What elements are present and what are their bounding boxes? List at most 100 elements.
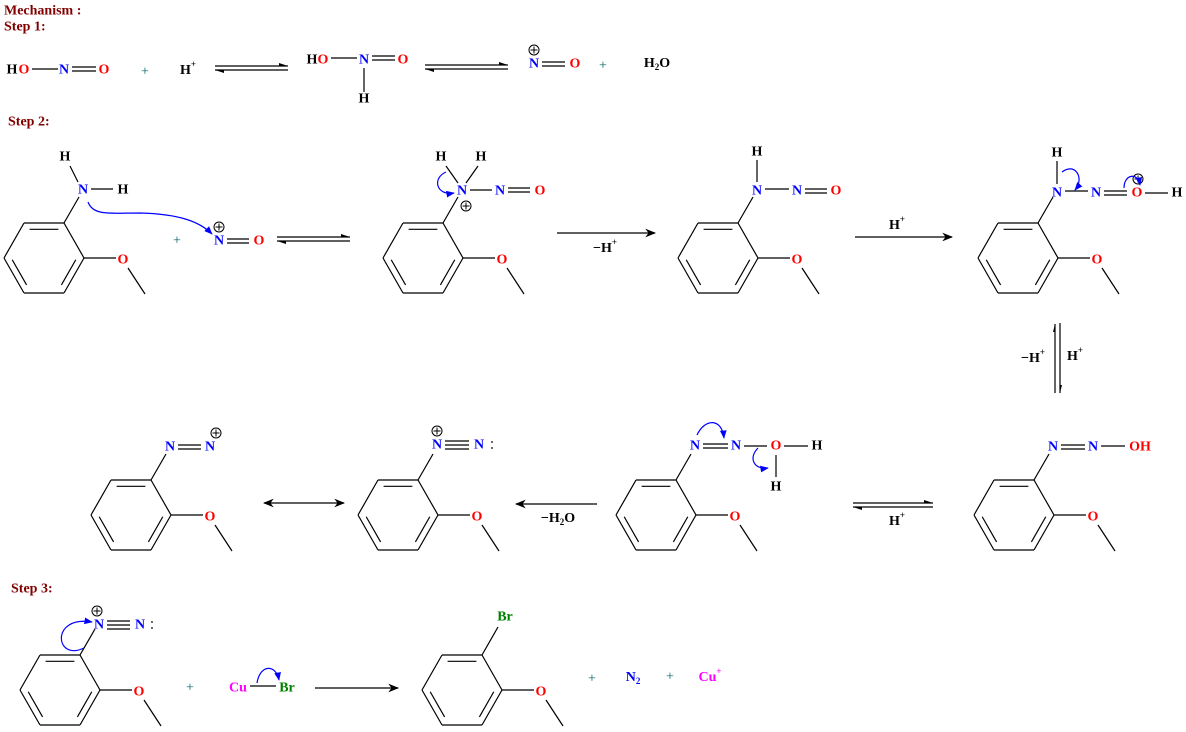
diazonium-ion: N N O	[357, 425, 500, 552]
single-bond	[69, 165, 79, 183]
bromine-atom: Br	[279, 681, 295, 696]
ring-double-bond	[439, 259, 456, 286]
plus-sign: +	[666, 670, 674, 685]
hydrogen-atom: H	[307, 53, 318, 68]
single-bond	[465, 165, 479, 184]
proton: H+	[180, 59, 196, 78]
ring-bond	[1037, 222, 1059, 259]
methyl-bond	[506, 267, 525, 295]
n-nitrosamine: N H N O O	[677, 145, 842, 295]
ring-bond	[615, 479, 637, 516]
reverse-barb	[425, 69, 434, 72]
reverse-barb	[277, 241, 286, 244]
equilibrium-arrow	[853, 500, 933, 510]
ring-bond	[382, 222, 404, 259]
forward-barb	[341, 234, 350, 237]
ring-bond	[675, 479, 697, 516]
methyl-bond	[127, 267, 146, 295]
hydrogen-atom: H	[752, 145, 763, 160]
ring-bond	[3, 222, 25, 259]
oxygen-atom: O	[570, 57, 581, 72]
hydrogen-atom: H	[1052, 146, 1063, 161]
ring-bond	[737, 257, 759, 294]
copper-atom: Cu	[229, 681, 247, 696]
ring-bond	[90, 479, 112, 516]
positive-charge-icon	[210, 427, 222, 439]
nitrogen-atom: N	[205, 440, 215, 455]
methyl-bond	[1101, 267, 1120, 295]
hydrogen-atom: H	[60, 150, 71, 165]
methoxy-oxygen-atom: O	[536, 685, 547, 700]
methoxy-oxygen-atom: O	[472, 510, 483, 525]
hydrogen-atom: H	[476, 150, 487, 165]
ring-double-bond	[981, 516, 998, 543]
methyl-bond	[801, 267, 820, 295]
hydrogen-atom: H	[118, 183, 129, 198]
vertical-equilibrium-arrow	[1053, 323, 1062, 393]
ring-bond	[3, 257, 25, 294]
ring-bond	[1033, 479, 1055, 516]
protonation-label: H+	[889, 214, 905, 233]
plus-sign: +	[599, 59, 607, 74]
nitrogen-gas: N2	[626, 670, 641, 687]
ring-double-bond	[985, 259, 1002, 286]
lone-pair-dot	[491, 447, 493, 449]
forward-barb	[924, 500, 933, 503]
ring-bond	[677, 257, 699, 294]
ring-double-bond	[76, 691, 93, 718]
ring-double-bond	[365, 516, 382, 543]
oxygen-atom: O	[771, 439, 782, 454]
water: H2O	[644, 56, 670, 73]
mechanism-title: Mechanism :	[4, 4, 81, 19]
step-3-label: Step 3:	[11, 582, 53, 597]
diazonium-resonance-form: N N O	[90, 427, 233, 552]
nitrogen-atom: N	[165, 440, 175, 455]
hydrogen-atom: H	[812, 439, 823, 454]
arrow-barb	[1060, 385, 1062, 393]
diazohydroxide: N N OH O	[973, 440, 1151, 552]
step-2-label: Step 2:	[8, 115, 50, 130]
ring-bond	[973, 514, 995, 551]
nitrogen-atom: N	[731, 439, 741, 454]
nitrogen-atom: N	[690, 439, 700, 454]
ring-double-bond	[60, 259, 77, 286]
electron-arrow	[437, 171, 455, 198]
electron-arrow	[256, 667, 281, 684]
oxygen-atom: O	[318, 53, 329, 68]
oxygen-atom: O	[19, 63, 30, 78]
ring-bond	[442, 257, 464, 294]
diazonium-ion: N N O	[19, 605, 162, 727]
hydroxyl-group: OH	[1129, 440, 1151, 455]
equilibrium-arrow	[215, 63, 288, 73]
forward-barb	[499, 62, 508, 65]
equilibrium-arrow	[425, 62, 508, 72]
oxygen-atom: O	[99, 63, 110, 78]
ring-double-bond	[27, 691, 44, 718]
ring-double-bond	[98, 516, 115, 543]
ring-double-bond	[1034, 259, 1051, 286]
protonated-nitrous-acid: H O N O H	[307, 53, 409, 107]
ring-bond	[63, 257, 85, 294]
nitrous-acid: H O N O	[7, 63, 110, 78]
nitrosonium-ion: N O	[528, 44, 581, 72]
methoxy-oxygen-atom: O	[497, 253, 508, 268]
lone-pair-dot	[151, 621, 153, 623]
ring-double-bond	[147, 516, 164, 543]
deprotonation-label: −H+	[1021, 347, 1045, 366]
ring-bond	[150, 514, 172, 551]
single-bond	[445, 165, 459, 184]
ring-bond	[977, 257, 999, 294]
ring-bond	[79, 689, 101, 726]
methyl-bond	[1097, 524, 1116, 552]
ring-double-bond	[685, 259, 702, 286]
ring-double-bond	[390, 259, 407, 286]
nitrogen-atom: N	[1088, 440, 1098, 455]
electron-arrow	[1061, 168, 1083, 191]
electron-arrow	[60, 617, 93, 652]
positive-charge-icon	[528, 44, 540, 56]
methyl-bond	[214, 524, 233, 552]
nitrogen-atom: N	[1052, 186, 1062, 201]
reverse-barb	[853, 507, 862, 510]
ring-substituent-bond	[675, 453, 692, 481]
ring-bond	[481, 654, 503, 691]
